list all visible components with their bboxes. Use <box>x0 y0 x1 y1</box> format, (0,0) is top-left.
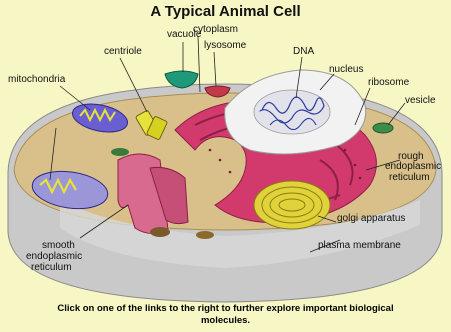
label-nucleus[interactable]: nucleus <box>329 64 363 75</box>
label-vesicle[interactable]: vesicle <box>405 95 436 106</box>
label-lysosome[interactable]: lysosome <box>204 40 246 51</box>
label-mitochondria[interactable]: mitochondria <box>8 74 65 85</box>
label-cytoplasm[interactable]: cytoplasm <box>193 24 238 35</box>
label-golgi[interactable]: golgi apparatus <box>337 213 405 224</box>
label-rough-er-line3[interactable]: reticulum <box>389 172 430 183</box>
label-dna[interactable]: DNA <box>293 46 314 57</box>
label-centriole[interactable]: centriole <box>104 46 142 57</box>
caption-line2: molecules. <box>0 315 451 327</box>
vesicle-shape[interactable] <box>373 123 393 133</box>
label-rough-er-line2[interactable]: endoplasmic <box>385 161 441 172</box>
golgi-apparatus-shape[interactable] <box>254 181 330 229</box>
caption: Click on one of the links to the right t… <box>0 303 451 327</box>
label-plasma-membrane[interactable]: plasma membrane <box>318 240 401 251</box>
label-smooth-er-line1[interactable]: smooth <box>42 240 75 251</box>
caption-line1: Click on one of the links to the right t… <box>0 303 451 315</box>
label-ribosome[interactable]: ribosome <box>368 77 409 88</box>
diagram-title: A Typical Animal Cell <box>0 3 451 20</box>
label-smooth-er-line2[interactable]: endoplasmic <box>26 251 82 262</box>
label-smooth-er-line3[interactable]: reticulum <box>31 262 72 273</box>
